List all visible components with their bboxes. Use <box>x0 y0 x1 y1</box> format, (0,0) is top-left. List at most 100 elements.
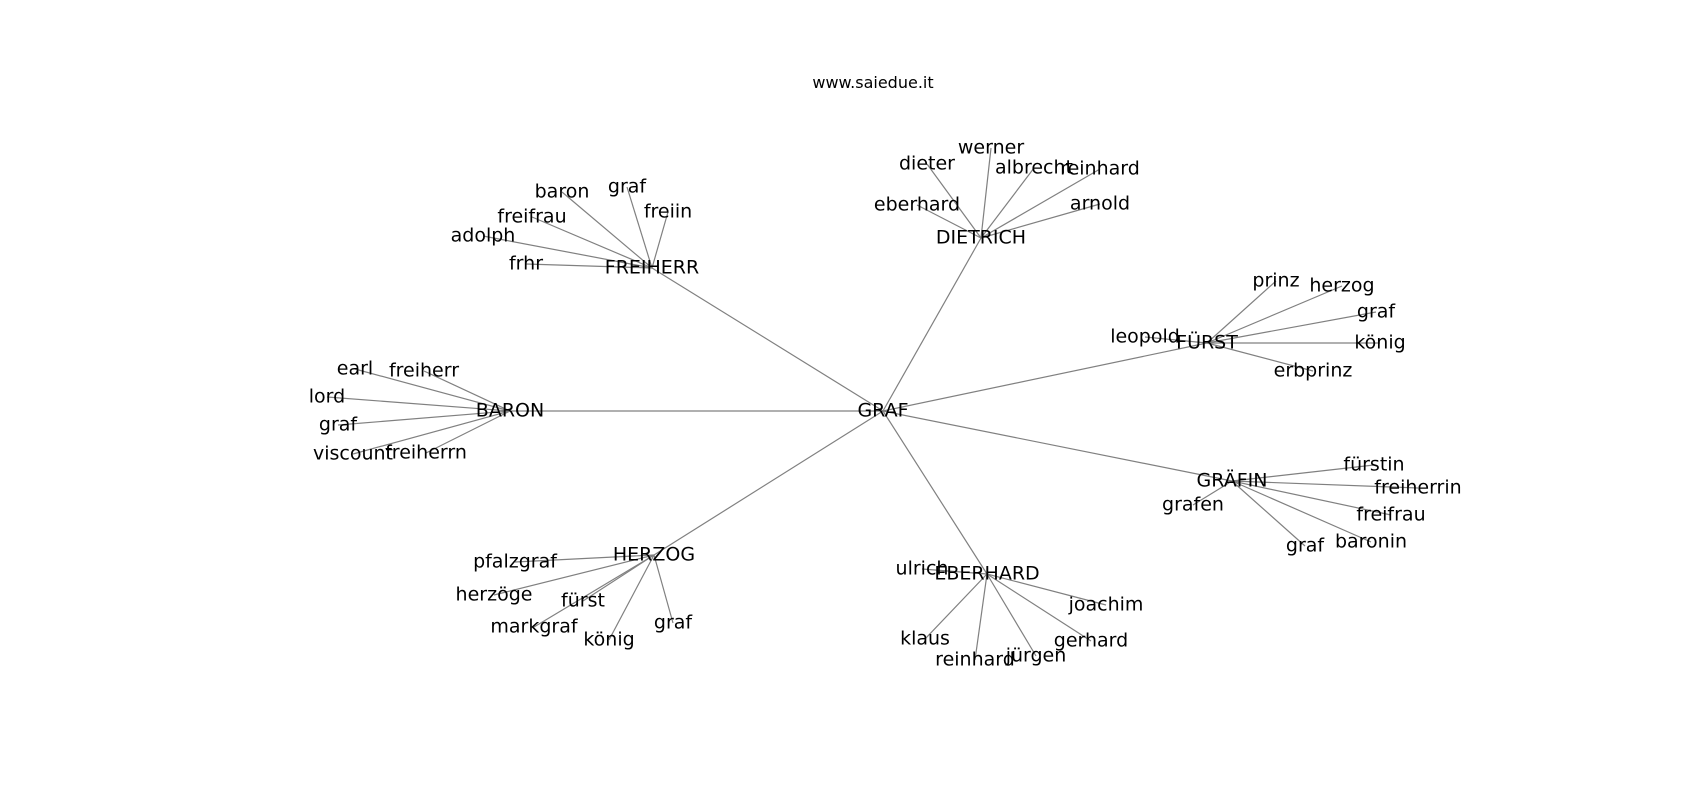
leaf-node-label: werner <box>958 137 1024 159</box>
edge-center-to-hub <box>653 410 884 556</box>
edge-hub-to-leaf <box>525 263 653 269</box>
edge-hub-to-leaf <box>337 410 511 426</box>
edge-hub-to-leaf <box>1231 480 1419 489</box>
edge-hub-to-leaf <box>1231 480 1372 543</box>
edge-hub-to-leaf <box>561 191 653 269</box>
edge-center-to-hub <box>651 267 884 412</box>
edge-hub-to-leaf <box>651 211 669 269</box>
leaf-node-label: pfalzgraf <box>473 551 558 573</box>
leaf-node-label: graf <box>1286 535 1326 557</box>
leaf-node-label: reinhard <box>1060 158 1140 180</box>
leaf-node-label: freifrau <box>497 206 566 228</box>
edge-hub-to-leaf <box>653 554 674 624</box>
edge-hub-to-leaf <box>924 573 988 640</box>
leaf-node-label: freiherrn <box>385 442 467 464</box>
leaf-node-label: joachim <box>1068 594 1144 616</box>
hub-node-label: HERZOG <box>613 544 695 566</box>
leaf-node-label: graf <box>608 176 648 198</box>
leaf-node-label: adolph <box>451 225 516 247</box>
leaf-node-label: graf <box>319 414 359 436</box>
edge-hub-to-leaf <box>482 235 653 269</box>
leaf-node-label: eberhard <box>874 194 960 216</box>
edge-hub-to-leaf <box>926 163 982 239</box>
leaf-node-label: klaus <box>900 628 950 650</box>
hub-node-label: FÜRST <box>1176 331 1238 354</box>
edge-hub-to-leaf <box>986 573 1107 606</box>
leaf-node-label: frhr <box>509 253 543 275</box>
edge-hub-to-leaf <box>1231 480 1306 547</box>
leaf-node-label: fürst <box>561 590 605 612</box>
edge-hub-to-leaf <box>354 368 511 412</box>
edge-hub-to-leaf <box>514 554 655 563</box>
leaf-node-label: viscount <box>313 443 393 465</box>
leaf-node-label: markgraf <box>490 616 578 638</box>
hub-node-label: FREIHERR <box>605 257 699 279</box>
hub-node-label: DIETRICH <box>936 227 1026 249</box>
edge-hub-to-leaf <box>1192 480 1233 506</box>
edge-center-to-hub <box>882 410 988 575</box>
edge-hub-to-leaf <box>1231 480 1392 516</box>
leaf-node-label: reinhard <box>935 649 1015 671</box>
edge-hub-to-leaf <box>1206 342 1314 372</box>
edge-hub-to-leaf <box>531 216 653 269</box>
edge-hub-to-leaf <box>974 573 988 661</box>
leaf-node-label: ulrich <box>896 558 949 580</box>
leaf-node-label: freiherrin <box>1374 477 1461 499</box>
edge-hub-to-leaf <box>986 573 1092 642</box>
edge-hub-to-leaf <box>352 410 511 455</box>
edge-hub-to-leaf <box>1231 464 1375 482</box>
edge-hub-to-leaf <box>980 203 1101 239</box>
leaf-node-label: grafen <box>1162 494 1224 516</box>
edge-hub-to-leaf <box>980 168 1101 239</box>
leaf-node-label: erbprinz <box>1274 360 1353 382</box>
leaf-node-label: earl <box>337 358 373 380</box>
edge-hub-to-leaf <box>626 186 653 269</box>
leaf-node-label: prinz <box>1252 270 1299 292</box>
edge-hub-to-leaf <box>980 167 1035 239</box>
edge-center-to-hub <box>882 410 1233 482</box>
leaf-node-label: freifrau <box>1356 504 1425 526</box>
leaf-node-label: dieter <box>899 153 955 175</box>
leaf-node-label: albrecht <box>995 157 1073 179</box>
leaf-node-label: jürgen <box>1005 645 1067 667</box>
edge-hub-to-leaf <box>986 573 1037 657</box>
edge-hub-to-leaf <box>1206 311 1377 344</box>
leaf-node-label: herzöge <box>456 584 533 606</box>
edge-hub-to-leaf <box>608 554 655 641</box>
leaf-node-label: könig <box>583 629 634 651</box>
edge-hub-to-leaf <box>425 410 511 454</box>
leaf-node-label: leopold <box>1110 326 1180 348</box>
hub-node-label: GRÄFIN <box>1197 469 1268 492</box>
edges <box>326 147 1419 661</box>
edge-hub-to-leaf <box>1206 285 1343 344</box>
edge-hub-to-leaf <box>916 204 982 239</box>
edge-hub-to-leaf <box>326 396 511 412</box>
edge-hub-to-leaf <box>921 568 988 575</box>
edge-center-to-hub <box>882 342 1208 412</box>
site-title: www.saiedue.it <box>812 73 933 92</box>
edge-hub-to-leaf <box>1206 280 1277 344</box>
leaf-node-label: baron <box>535 181 590 203</box>
leaf-node-label: arnold <box>1070 193 1130 215</box>
edge-hub-to-leaf <box>980 147 992 239</box>
leaf-node-label: fürstin <box>1343 454 1404 476</box>
hub-node-label: EBERHARD <box>934 563 1039 585</box>
hub-node-label: BARON <box>476 400 544 422</box>
edge-center-to-hub <box>882 237 982 412</box>
leaf-node-label: graf <box>1357 301 1397 323</box>
leaf-node-label: gerhard <box>1054 630 1128 652</box>
leaf-node-label: baronin <box>1335 531 1407 553</box>
center-node-label: GRAF <box>857 400 908 422</box>
edge-hub-to-leaf <box>423 370 511 412</box>
leaf-node-label: freiherr <box>389 360 459 382</box>
edge-hub-to-leaf <box>533 554 655 628</box>
edge-hub-to-leaf <box>493 554 655 596</box>
leaf-node-label: freiin <box>644 201 692 223</box>
edge-hub-to-leaf <box>1144 336 1208 344</box>
leaf-node-label: herzog <box>1309 275 1374 297</box>
leaf-node-label: könig <box>1354 332 1405 354</box>
leaf-node-label: graf <box>654 612 694 634</box>
leaf-node-label: lord <box>309 386 345 408</box>
